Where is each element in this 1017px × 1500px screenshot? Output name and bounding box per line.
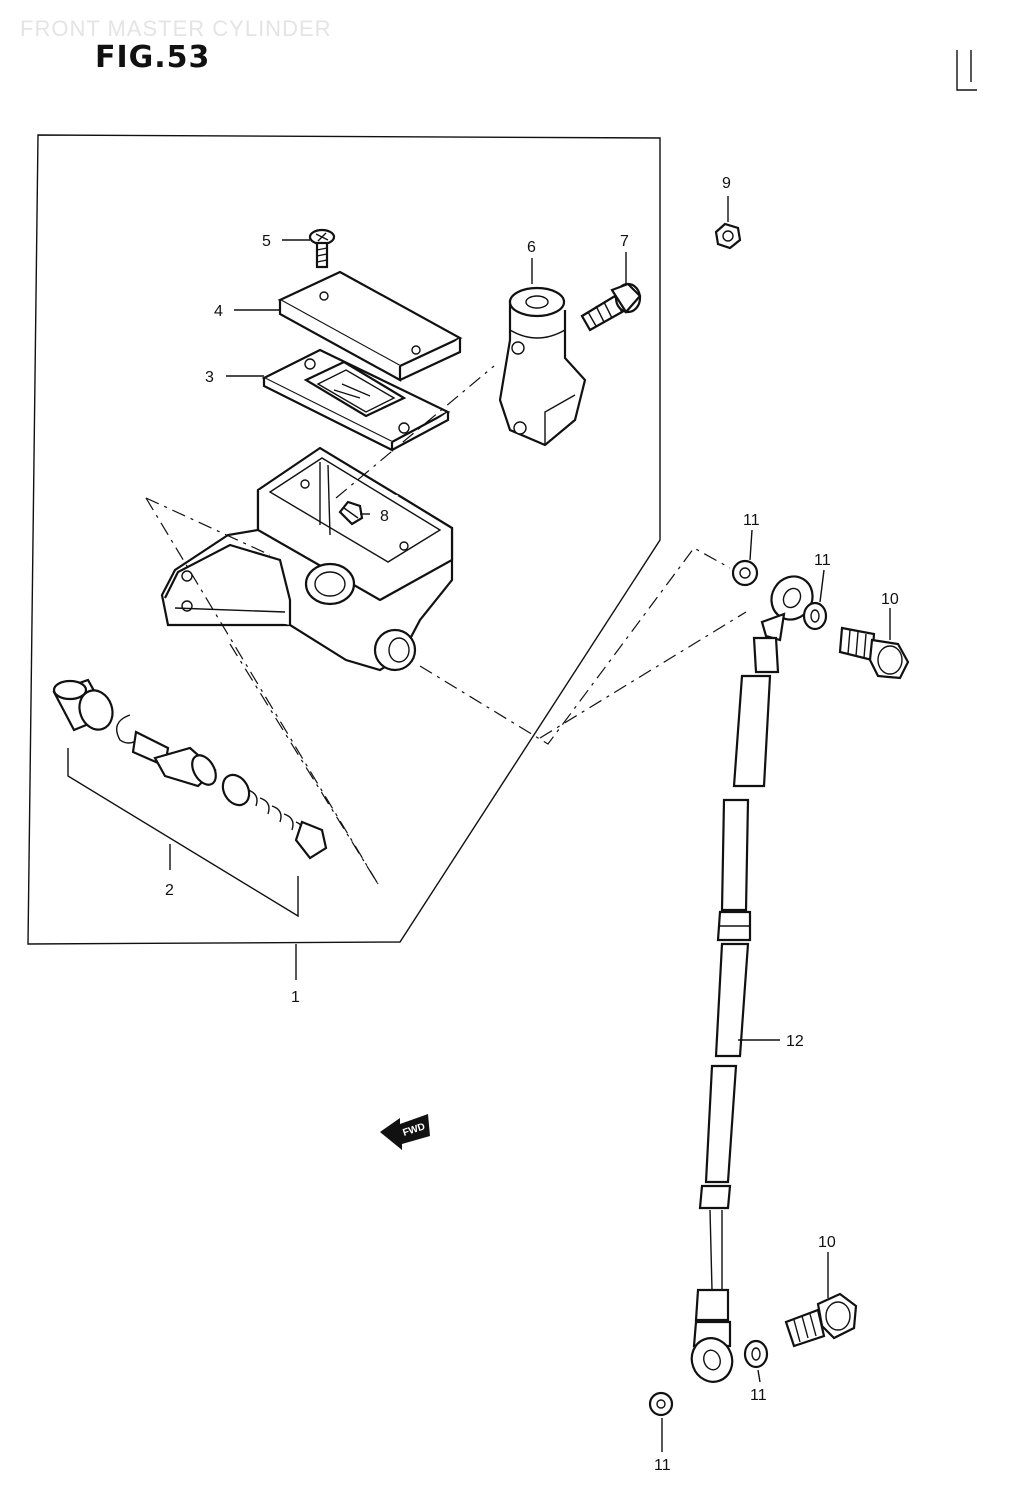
section-title: FRONT MASTER CYLINDER [20, 16, 332, 41]
callout-4: 4 [214, 303, 223, 320]
bolt-7[interactable] [580, 282, 642, 332]
callout-2: 2 [165, 882, 174, 899]
callout-8: 8 [380, 508, 389, 525]
union-bolt-10-b[interactable] [784, 1292, 858, 1348]
screw-5[interactable] [308, 228, 336, 269]
nut-9[interactable] [714, 222, 742, 250]
master-cylinder-body[interactable] [160, 446, 454, 672]
diaphragm-3[interactable] [261, 348, 451, 452]
piston-kit-2[interactable] [52, 678, 328, 860]
callout-6: 6 [527, 239, 536, 256]
figure-label: FIG.53 [95, 40, 211, 75]
callout-10-bottom: 10 [818, 1234, 836, 1251]
washer-11-c[interactable] [743, 1339, 769, 1369]
callout-9: 9 [722, 175, 731, 192]
fwd-arrow: FWD [380, 1114, 430, 1150]
bolt-8[interactable] [338, 500, 364, 526]
washer-11-a[interactable] [731, 559, 759, 587]
bracket-2 [67, 748, 299, 918]
reservoir-cap-4[interactable] [277, 270, 463, 382]
callout-1: 1 [291, 989, 300, 1006]
callout-7: 7 [620, 233, 629, 250]
callout-11-c: 11 [750, 1387, 767, 1404]
assembly-1-boundary [27, 134, 661, 945]
callout-11-a: 11 [743, 512, 760, 529]
page-corner-mark [956, 50, 977, 91]
brake-hose-12[interactable] [686, 569, 821, 1388]
washer-11-b[interactable] [802, 601, 828, 631]
callout-12: 12 [786, 1033, 804, 1050]
union-bolt-10-a[interactable] [838, 626, 910, 680]
washer-11-d[interactable] [648, 1391, 674, 1417]
callout-11-d: 11 [654, 1457, 671, 1474]
guide-line [335, 365, 495, 499]
callout-3: 3 [205, 369, 214, 386]
callout-5: 5 [262, 233, 271, 250]
clamp-6[interactable] [498, 286, 587, 447]
callout-11-b: 11 [814, 552, 831, 569]
callout-10-top: 10 [881, 591, 899, 608]
